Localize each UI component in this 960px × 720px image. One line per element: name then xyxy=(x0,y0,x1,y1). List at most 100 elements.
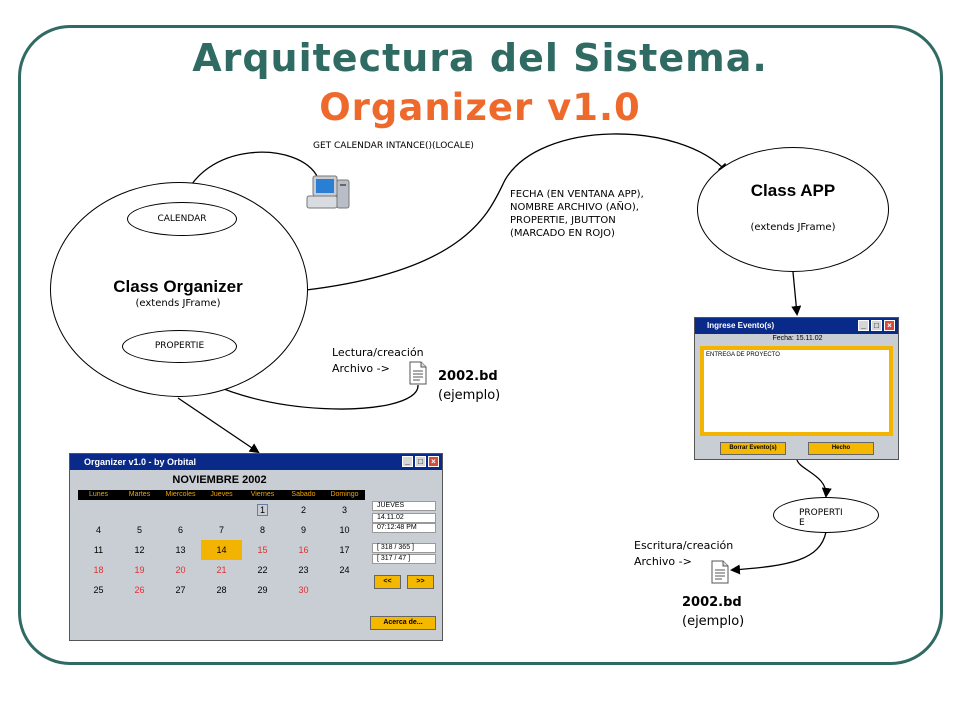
calendar-week-row: 18 19 20 21 22 23 24 xyxy=(78,560,365,580)
escritura-label: Escritura/creación Archivo -> xyxy=(634,538,733,570)
calendar-day[interactable]: 10 xyxy=(339,525,350,535)
about-button[interactable]: Acerca de... xyxy=(370,616,436,630)
calendar-day[interactable]: 24 xyxy=(339,565,350,575)
file-right: 2002.bd (ejemplo) xyxy=(682,593,744,631)
calendar-week-row: 11 12 13 14 15 16 17 xyxy=(78,540,365,560)
calendar-day[interactable]: 13 xyxy=(175,545,186,555)
calendar-day[interactable]: 1 xyxy=(242,500,283,520)
class-organizer-extends: (extends JFrame) xyxy=(135,298,221,309)
file-left-name: 2002.bd xyxy=(438,369,498,384)
event-text-area[interactable]: ENTREGA DE PROYECTO xyxy=(700,346,893,436)
calendar-day[interactable]: 18 xyxy=(93,565,104,575)
fecha-label: Fecha: xyxy=(772,335,794,342)
calendar-day[interactable]: 21 xyxy=(216,565,227,575)
delete-event-button[interactable]: Borrar Evento(s) xyxy=(720,442,786,455)
calendar-day[interactable]: 5 xyxy=(136,525,142,535)
calendar-day[interactable]: 19 xyxy=(134,565,145,575)
class-app-extends: (extends JFrame) xyxy=(750,222,836,233)
close-button[interactable]: × xyxy=(428,456,439,467)
calendar-day[interactable]: 30 xyxy=(298,585,309,595)
calendar-day[interactable]: 7 xyxy=(218,525,224,535)
calendar-day[interactable]: 23 xyxy=(298,565,309,575)
minimize-button[interactable]: _ xyxy=(858,320,869,331)
file-right-name: 2002.bd xyxy=(682,595,742,610)
file-left-note: (ejemplo) xyxy=(438,388,501,403)
calendar-day[interactable]: 4 xyxy=(95,525,101,535)
calendar-day[interactable]: 9 xyxy=(300,525,306,535)
document-file-icon xyxy=(409,361,427,385)
calendar-week-row: 4 5 6 7 8 9 10 xyxy=(78,520,365,540)
computer-icon xyxy=(306,175,350,209)
weekday-label: Lunes xyxy=(78,490,119,500)
calendar-week-row: 1 2 3 xyxy=(78,500,365,520)
class-organizer-label: Class Organizer xyxy=(113,277,243,296)
get-calendar-label: GET CALENDAR INTANCE()(LOCALE) xyxy=(313,141,474,151)
fecha-note-line: PROPERTIE, JBUTTON xyxy=(510,215,616,226)
propertie-label: PROPERTIE xyxy=(154,341,205,351)
calendar-day[interactable]: 12 xyxy=(134,545,145,555)
maximize-button[interactable]: □ xyxy=(415,456,426,467)
calendar-day[interactable]: 27 xyxy=(175,585,186,595)
calendar-day xyxy=(324,580,365,600)
date-field: 14.11.02 xyxy=(372,513,436,523)
next-month-button[interactable]: >> xyxy=(407,575,434,589)
slide-frame xyxy=(18,25,943,665)
calendar-day[interactable]: 6 xyxy=(177,525,183,535)
calendar-day[interactable]: 20 xyxy=(175,565,186,575)
calendar-label: CALENDAR xyxy=(157,214,207,224)
calendar-day-label: 1 xyxy=(256,504,268,516)
document-file-icon xyxy=(711,560,729,584)
arrow-event-to-propertie xyxy=(796,459,832,498)
calendar-day[interactable]: 11 xyxy=(93,545,104,555)
calendar-day xyxy=(160,500,201,520)
arrow-propertie-to-file xyxy=(730,531,827,575)
event-window-titlebar: Ingrese Evento(s) _ □ × xyxy=(695,318,898,334)
weekday-label: Jueves xyxy=(201,490,242,500)
fecha-note-line: (MARCADO EN ROJO) xyxy=(510,228,615,239)
done-button[interactable]: Hecho xyxy=(808,442,874,455)
calendar-day[interactable]: 29 xyxy=(257,585,268,595)
minimize-button[interactable]: _ xyxy=(402,456,413,467)
calendar-day[interactable]: 22 xyxy=(257,565,268,575)
calendar-day[interactable]: 25 xyxy=(93,585,104,595)
calendar-day xyxy=(119,500,160,520)
event-window-title: Ingrese Evento(s) xyxy=(707,321,775,330)
calendar-day xyxy=(78,500,119,520)
fecha-note-line: FECHA (EN VENTANA APP), xyxy=(510,189,644,200)
arrow-organizer-to-window xyxy=(177,397,260,454)
calendar-day[interactable]: 8 xyxy=(259,525,265,535)
class-app-label: Class APP xyxy=(750,181,836,200)
organizer-window-titlebar: Organizer v1.0 - by Orbital _ □ × xyxy=(70,454,442,470)
maximize-button[interactable]: □ xyxy=(871,320,882,331)
calendar-day[interactable]: 14 xyxy=(201,540,242,560)
calendar-day[interactable]: 28 xyxy=(216,585,227,595)
weekday-label: Viernes xyxy=(242,490,283,500)
weekday-label: Miercoles xyxy=(160,490,201,500)
calendar-day[interactable]: 16 xyxy=(298,545,309,555)
arrow-organizer-to-app xyxy=(305,133,729,291)
lectura-label: Lectura/creación Archivo -> xyxy=(332,345,424,377)
slide-title: Arquitectura del Sistema. xyxy=(192,36,768,80)
calendar-day[interactable]: 2 xyxy=(300,505,306,515)
lectura-line: Archivo -> xyxy=(332,362,390,375)
calendar-day[interactable]: 26 xyxy=(134,585,145,595)
calendar-day[interactable]: 17 xyxy=(339,545,350,555)
weekday-label: Domingo xyxy=(324,490,365,500)
calendar-day[interactable]: 15 xyxy=(257,545,268,555)
time-field: 07:12:48 PM xyxy=(372,523,436,533)
fecha-value: 15.11.02 xyxy=(795,335,823,342)
prev-month-button[interactable]: << xyxy=(374,575,401,589)
close-button[interactable]: × xyxy=(884,320,895,331)
calendar-day xyxy=(201,500,242,520)
escritura-line: Archivo -> xyxy=(634,555,692,568)
file-right-note: (ejemplo) xyxy=(682,614,745,629)
propertie-node-right xyxy=(773,497,879,533)
propertie-node: PROPERTIE xyxy=(122,330,237,363)
counter-field: [ 317 / 47 ] xyxy=(372,554,436,564)
properti-label: PROPERTI E xyxy=(799,508,843,528)
organizer-window: Organizer v1.0 - by Orbital _ □ × NOVIEM… xyxy=(69,453,443,641)
calendar-day[interactable]: 3 xyxy=(341,505,347,515)
month-title: NOVIEMBRE 2002 xyxy=(172,474,267,486)
